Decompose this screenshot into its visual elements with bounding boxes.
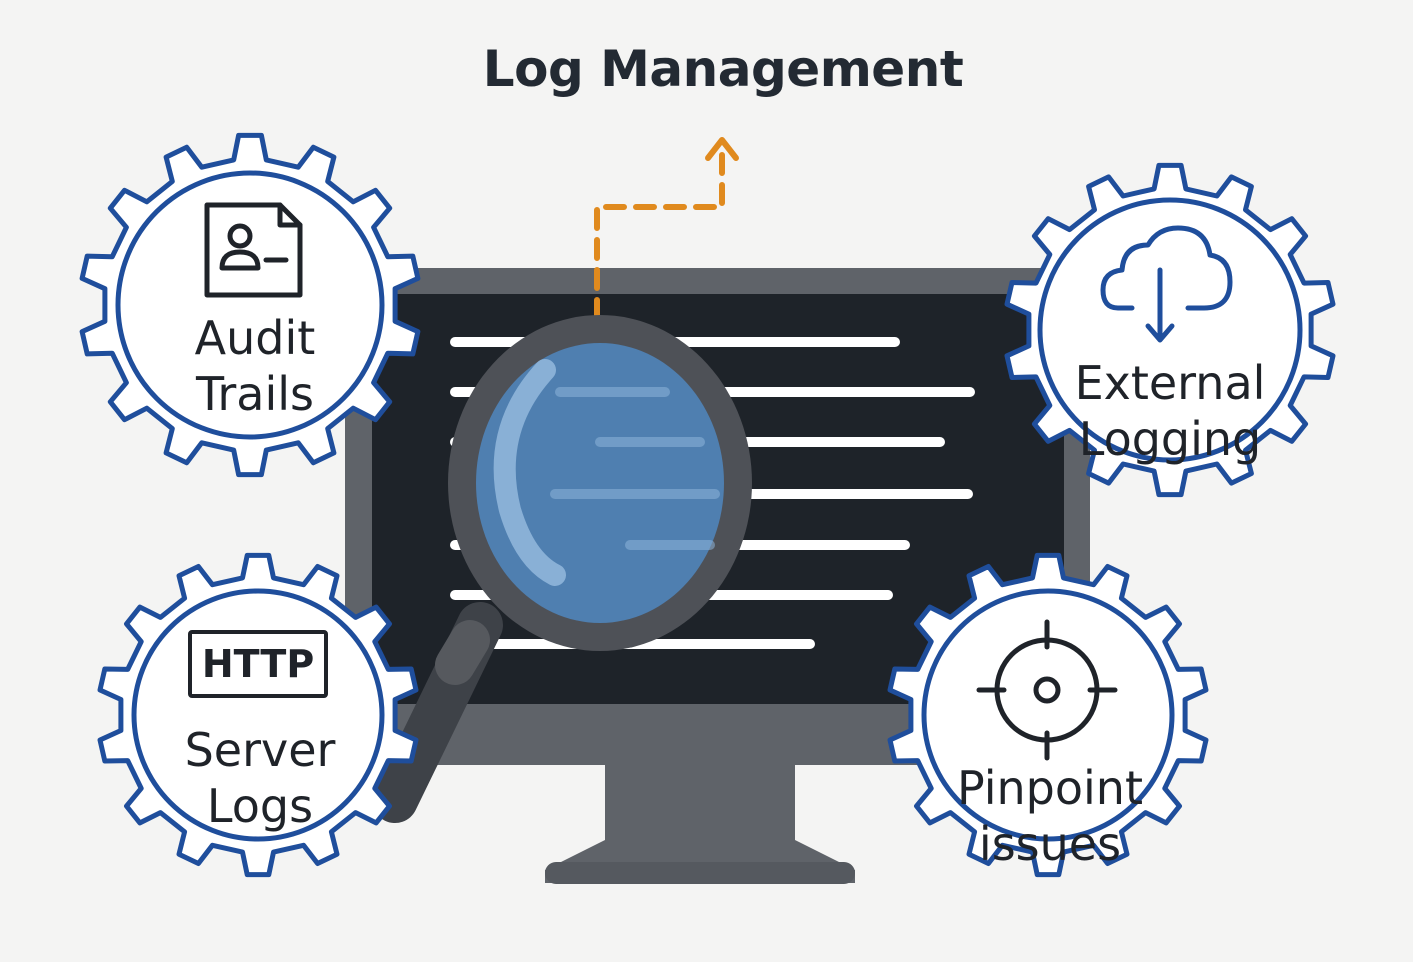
gear-audit-trails (79, 132, 421, 478)
gear-inner-ring (921, 588, 1175, 842)
gears (79, 132, 1336, 878)
gear-inner-ring (131, 588, 385, 842)
diagram-title: Log Management (482, 40, 964, 98)
crosshair-icon (976, 619, 1118, 761)
dashed-arrow-up-icon (594, 137, 739, 321)
gear-label-pinpoint-issues: Pinpoint issues (935, 760, 1165, 872)
document-user-icon (204, 202, 303, 298)
gear-label-line: Logs (206, 779, 314, 833)
cloud-download-icon (1100, 225, 1233, 343)
gear-inner-ring (115, 170, 385, 440)
http-badge-icon: HTTP (188, 630, 328, 698)
gear-label-line: Trails (196, 367, 314, 421)
gear-pinpoint-issues (887, 552, 1209, 878)
gear-label-external-logging: External Logging (1050, 355, 1290, 467)
gear-label-line: Pinpoint (957, 761, 1143, 815)
gear-label-line: External (1074, 356, 1266, 410)
gear-label-server-logs: Server Logs (140, 722, 380, 834)
gear-label-line: Logging (1078, 412, 1262, 466)
gear-server-logs (97, 552, 419, 878)
gear-label-line: Server (184, 723, 336, 777)
gear-label-audit-trails: Audit Trails (138, 310, 372, 422)
gear-label-line: Audit (194, 311, 316, 365)
gear-label-line: issues (978, 817, 1122, 871)
magnifying-glass-icon (372, 315, 752, 823)
